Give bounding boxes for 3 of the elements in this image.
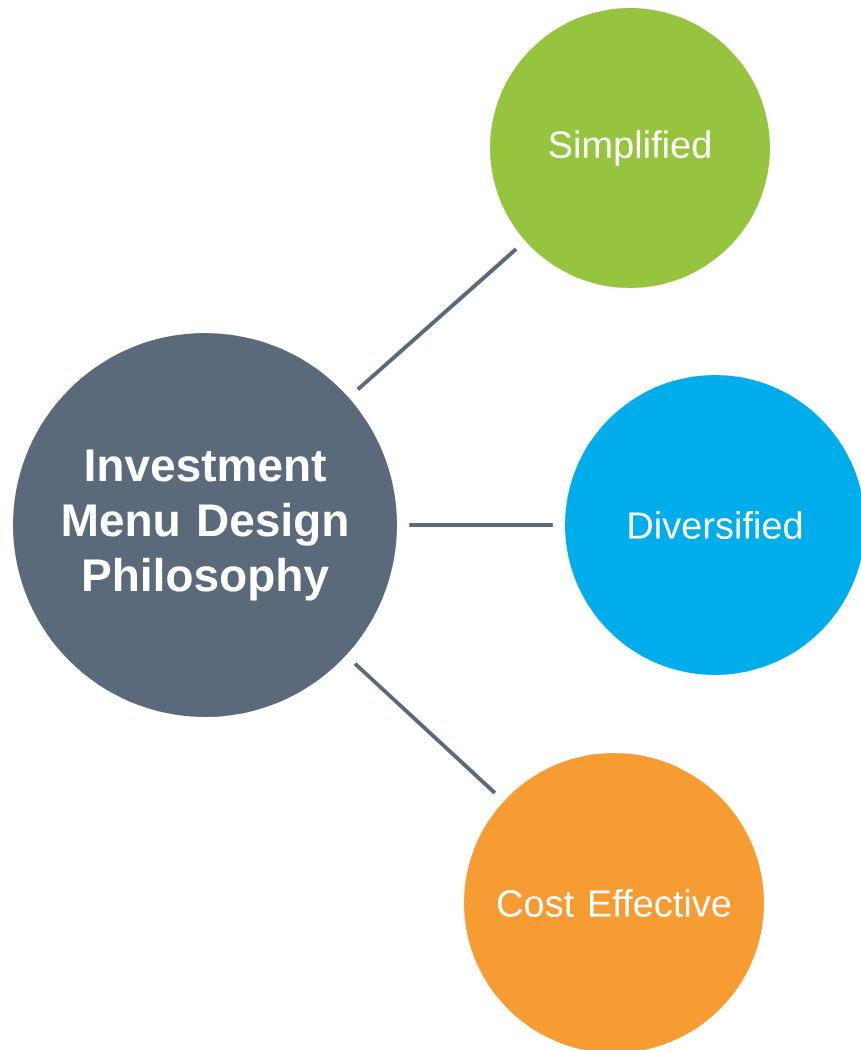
connector-line	[356, 247, 518, 391]
connector-line	[353, 662, 497, 795]
connector-line	[409, 523, 553, 527]
